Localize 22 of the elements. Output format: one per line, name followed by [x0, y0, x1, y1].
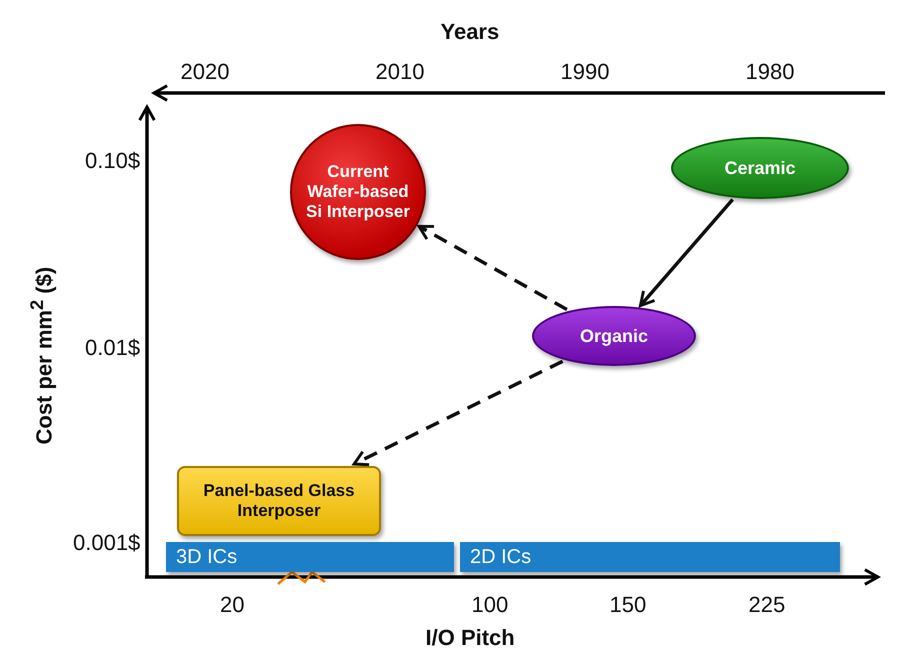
tick-label: 1990: [560, 59, 610, 85]
category-bar: 3D ICs: [166, 542, 454, 572]
tick-label: 0.01$: [85, 335, 140, 361]
arrow: [418, 224, 568, 312]
tick-label: 0.10$: [85, 148, 140, 174]
material-ellipse: Organic: [532, 306, 696, 366]
tick-label: 100: [472, 592, 508, 618]
material-ellipse: Ceramic: [671, 137, 849, 199]
tick-label: 150: [610, 592, 646, 618]
axis-title: I/O Pitch: [426, 625, 515, 651]
arrow: [352, 360, 564, 466]
category-bar: 2D ICs: [460, 542, 840, 572]
tick-label: 20: [220, 592, 244, 618]
axis-title: Years: [440, 19, 500, 45]
tick-label: 0.001$: [73, 530, 140, 556]
material-box: Panel-based Glass Interposer: [177, 466, 381, 536]
tick-label: 2020: [180, 59, 230, 85]
material-circle: Current Wafer-based Si Interposer: [290, 124, 426, 260]
tick-label: 2010: [376, 59, 424, 85]
tick-label: 1980: [746, 59, 794, 85]
arrow: [638, 198, 734, 308]
tick-label: 225: [748, 592, 786, 618]
